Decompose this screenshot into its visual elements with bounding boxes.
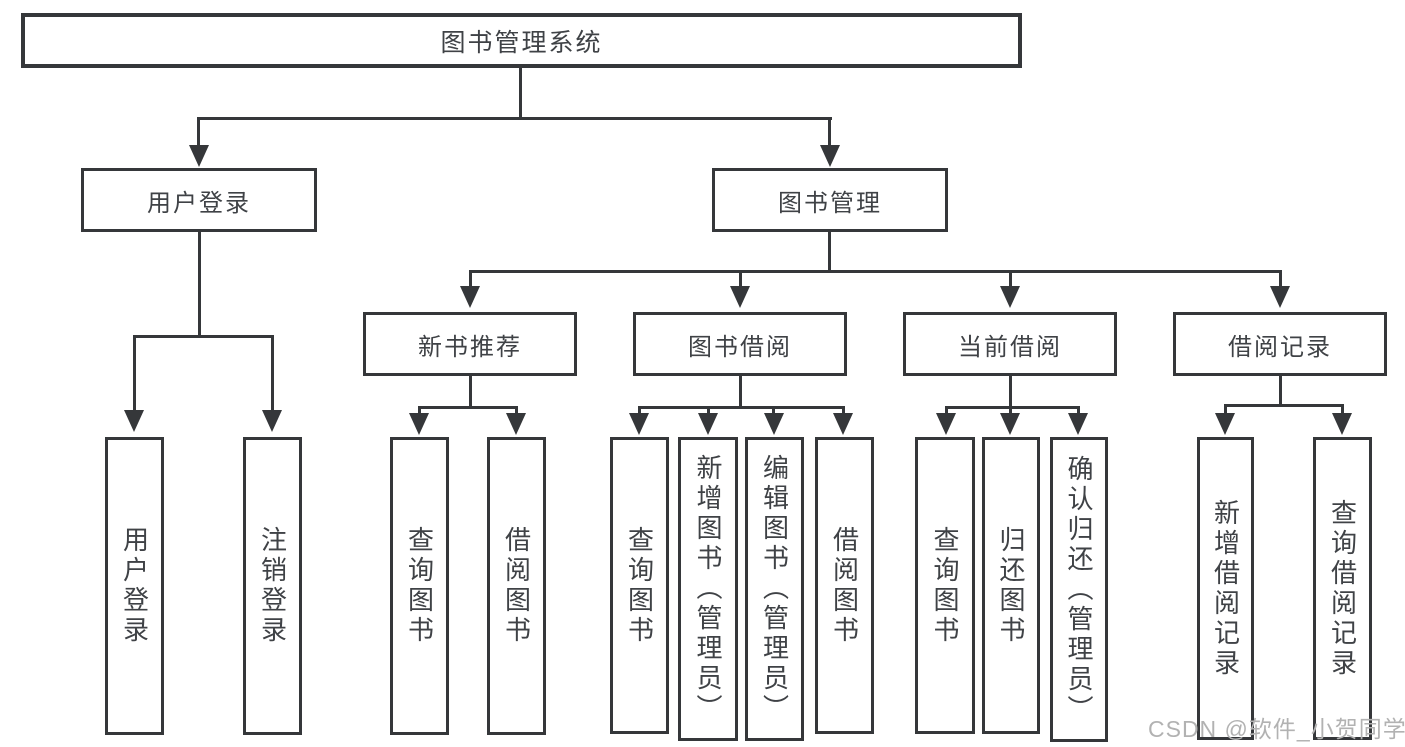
- connector-line: [469, 270, 1282, 273]
- connector-line: [197, 117, 200, 150]
- leaf-edit-books-admin: 编辑图书（管理员）: [745, 437, 804, 741]
- leaf-logout: 注销登录: [243, 437, 302, 735]
- connector-line: [828, 232, 831, 273]
- arrowhead: [409, 413, 429, 435]
- node-new-book-recommend: 新书推荐: [363, 312, 577, 376]
- leaf-query-books-recommend: 查询图书: [390, 437, 449, 735]
- connector-line: [945, 406, 1080, 409]
- node-book-borrowing: 图书借阅: [633, 312, 847, 376]
- arrowhead: [730, 286, 750, 308]
- watermark: CSDN @软件_小贺同学: [1148, 716, 1405, 742]
- leaf-label: 新增借阅记录: [1210, 498, 1241, 679]
- arrowhead: [460, 286, 480, 308]
- connector-line: [469, 374, 472, 408]
- arrowhead: [1000, 286, 1020, 308]
- arrowhead: [124, 410, 144, 432]
- connector-line: [1279, 374, 1282, 407]
- connector-line: [519, 66, 522, 118]
- node-current-borrowing: 当前借阅: [903, 312, 1117, 376]
- node-book-management: 图书管理: [712, 168, 948, 232]
- leaf-confirm-return-admin: 确认归还（管理员）: [1050, 437, 1108, 742]
- connector-line: [638, 406, 641, 418]
- connector-line: [469, 270, 472, 291]
- connector-line: [772, 406, 775, 418]
- connector-line: [1009, 406, 1012, 418]
- arrowhead: [1270, 286, 1290, 308]
- arrowhead: [1215, 413, 1235, 435]
- leaf-label: 确认归还（管理员）: [1064, 454, 1094, 725]
- connector-line: [707, 406, 710, 418]
- connector-line: [1224, 404, 1227, 418]
- arrowhead: [833, 413, 853, 435]
- leaf-borrow-books-borrowing: 借阅图书: [815, 437, 874, 734]
- connector-line: [739, 270, 742, 291]
- connector-line: [133, 335, 136, 415]
- arrowhead: [262, 410, 282, 432]
- node-library-system: 图书管理系统: [21, 13, 1022, 68]
- connector-line: [198, 117, 832, 120]
- arrowhead: [506, 413, 526, 435]
- leaf-query-books-borrowing: 查询图书: [610, 437, 669, 734]
- connector-line: [418, 406, 421, 418]
- connector-line: [828, 117, 831, 150]
- leaf-label: 查询图书: [624, 525, 655, 646]
- arrowhead: [764, 413, 784, 435]
- leaf-label: 编辑图书（管理员）: [759, 454, 790, 724]
- arrowhead: [698, 413, 718, 435]
- node-borrowing-records: 借阅记录: [1173, 312, 1387, 376]
- arrowhead: [629, 413, 649, 435]
- leaf-label: 归还图书: [996, 525, 1026, 646]
- connector-line: [1224, 404, 1344, 407]
- connector-line: [1279, 270, 1282, 291]
- arrowhead: [189, 145, 209, 167]
- leaf-add-books-admin: 新增图书（管理员）: [678, 437, 738, 741]
- connector-line: [1341, 404, 1344, 418]
- connector-line: [945, 406, 948, 418]
- leaf-query-books-current: 查询图书: [915, 437, 975, 734]
- connector-line: [1077, 406, 1080, 418]
- connector-line: [515, 406, 518, 418]
- connector-line: [739, 374, 742, 408]
- leaf-label: 借阅图书: [829, 525, 860, 646]
- connector-line: [1009, 374, 1012, 408]
- connector-line: [842, 406, 845, 418]
- leaf-label: 用户登录: [119, 526, 150, 646]
- leaf-label: 注销登录: [257, 526, 288, 646]
- leaf-query-borrow-record: 查询借阅记录: [1313, 437, 1372, 740]
- leaf-return-books: 归还图书: [982, 437, 1040, 734]
- arrowhead: [936, 413, 956, 435]
- arrowhead: [1000, 413, 1020, 435]
- node-user-login: 用户登录: [81, 168, 317, 232]
- leaf-add-borrow-record: 新增借阅记录: [1197, 437, 1254, 740]
- leaf-label: 新增图书（管理员）: [693, 454, 723, 724]
- arrowhead: [1068, 413, 1088, 435]
- connector-line: [418, 406, 518, 409]
- arrowhead: [1332, 413, 1352, 435]
- leaf-user-login: 用户登录: [105, 437, 164, 735]
- leaf-label: 查询图书: [404, 526, 435, 646]
- leaf-label: 借阅图书: [501, 526, 532, 646]
- leaf-borrow-books-recommend: 借阅图书: [487, 437, 546, 735]
- connector-line: [271, 335, 274, 415]
- arrowhead: [820, 145, 840, 167]
- leaf-label: 查询图书: [930, 525, 960, 646]
- leaf-label: 查询借阅记录: [1327, 498, 1358, 679]
- connector-line: [638, 406, 845, 409]
- connector-line: [198, 232, 201, 337]
- connector-line: [133, 335, 274, 338]
- connector-line: [1009, 270, 1012, 291]
